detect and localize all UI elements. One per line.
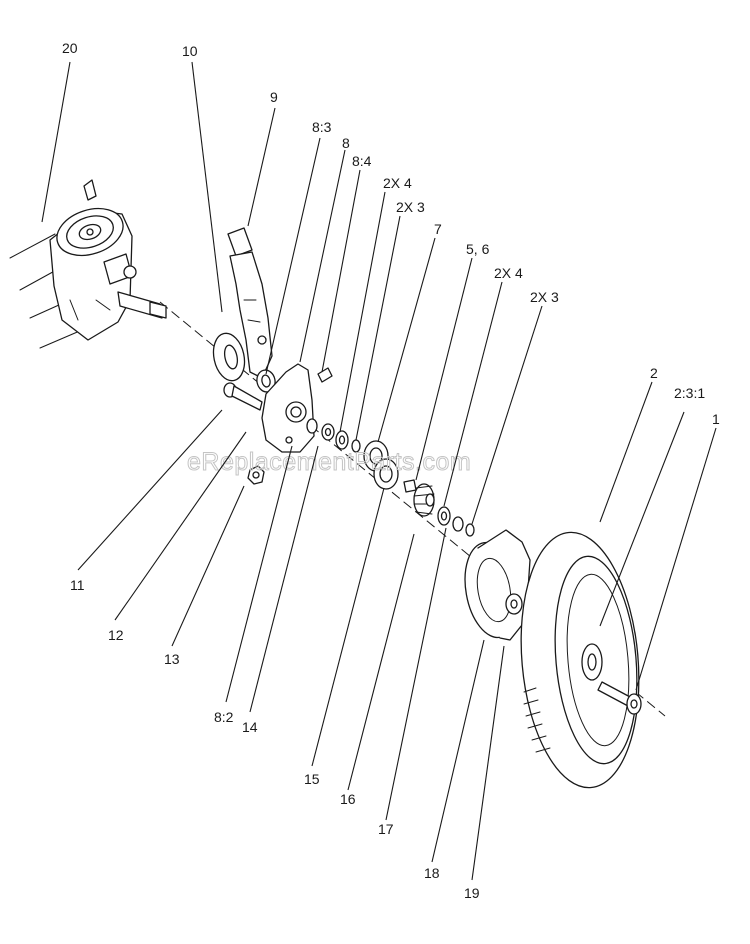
callout-16: 16 <box>340 791 356 807</box>
part-14-shaft <box>306 418 335 441</box>
part-13-nut <box>247 465 265 485</box>
callout-8-2: 8:2 <box>214 709 234 725</box>
part-11-12-bolt <box>223 382 263 411</box>
callout-11: 11 <box>70 577 85 593</box>
callout-2x4-a: 2X 4 <box>383 175 412 191</box>
callout-2x3-a: 2X 3 <box>396 199 425 215</box>
part-8-adjuster-plate <box>261 363 315 453</box>
part-washers-group-b <box>437 506 475 537</box>
callout-2: 2 <box>650 365 658 381</box>
callout-5-6: 5, 6 <box>466 241 490 257</box>
callout-15: 15 <box>304 771 320 787</box>
callout-17: 17 <box>378 821 394 837</box>
callout-10: 10 <box>182 43 198 59</box>
part-8-4-screw <box>317 367 333 383</box>
callout-2x4-b: 2X 4 <box>494 265 523 281</box>
part-2-wheel <box>520 531 640 789</box>
callout-12: 12 <box>108 627 124 643</box>
callout-labels: 20 10 9 8:3 8 8:4 2X 4 2X 3 7 5, 6 2X 4 … <box>62 40 720 901</box>
callout-13: 13 <box>164 651 180 667</box>
part-10-washer <box>212 332 246 382</box>
watermark-text: eReplacementParts.com <box>187 448 471 476</box>
callout-20: 20 <box>62 40 78 56</box>
part-18-gear-cover <box>464 529 531 641</box>
callout-18: 18 <box>424 865 440 881</box>
part-7-bearing <box>363 440 399 490</box>
callout-8-4: 8:4 <box>352 153 372 169</box>
callout-2x3-b: 2X 3 <box>530 289 559 305</box>
callout-7: 7 <box>434 221 442 237</box>
callout-14: 14 <box>242 719 258 735</box>
callout-9: 9 <box>270 89 278 105</box>
part-washers-group-a <box>335 430 361 453</box>
part-5-6-pinion-gear <box>403 479 435 517</box>
part-8-3-bushing <box>256 369 276 393</box>
part-1-axle-bolt <box>597 681 642 715</box>
callout-8: 8 <box>342 135 350 151</box>
callout-8-3: 8:3 <box>312 119 332 135</box>
callout-19: 19 <box>464 885 480 901</box>
leader-lines <box>41 61 717 881</box>
callout-2-3-1: 2:3:1 <box>674 385 705 401</box>
callout-1: 1 <box>712 411 720 427</box>
part-20-transmission <box>9 179 167 349</box>
